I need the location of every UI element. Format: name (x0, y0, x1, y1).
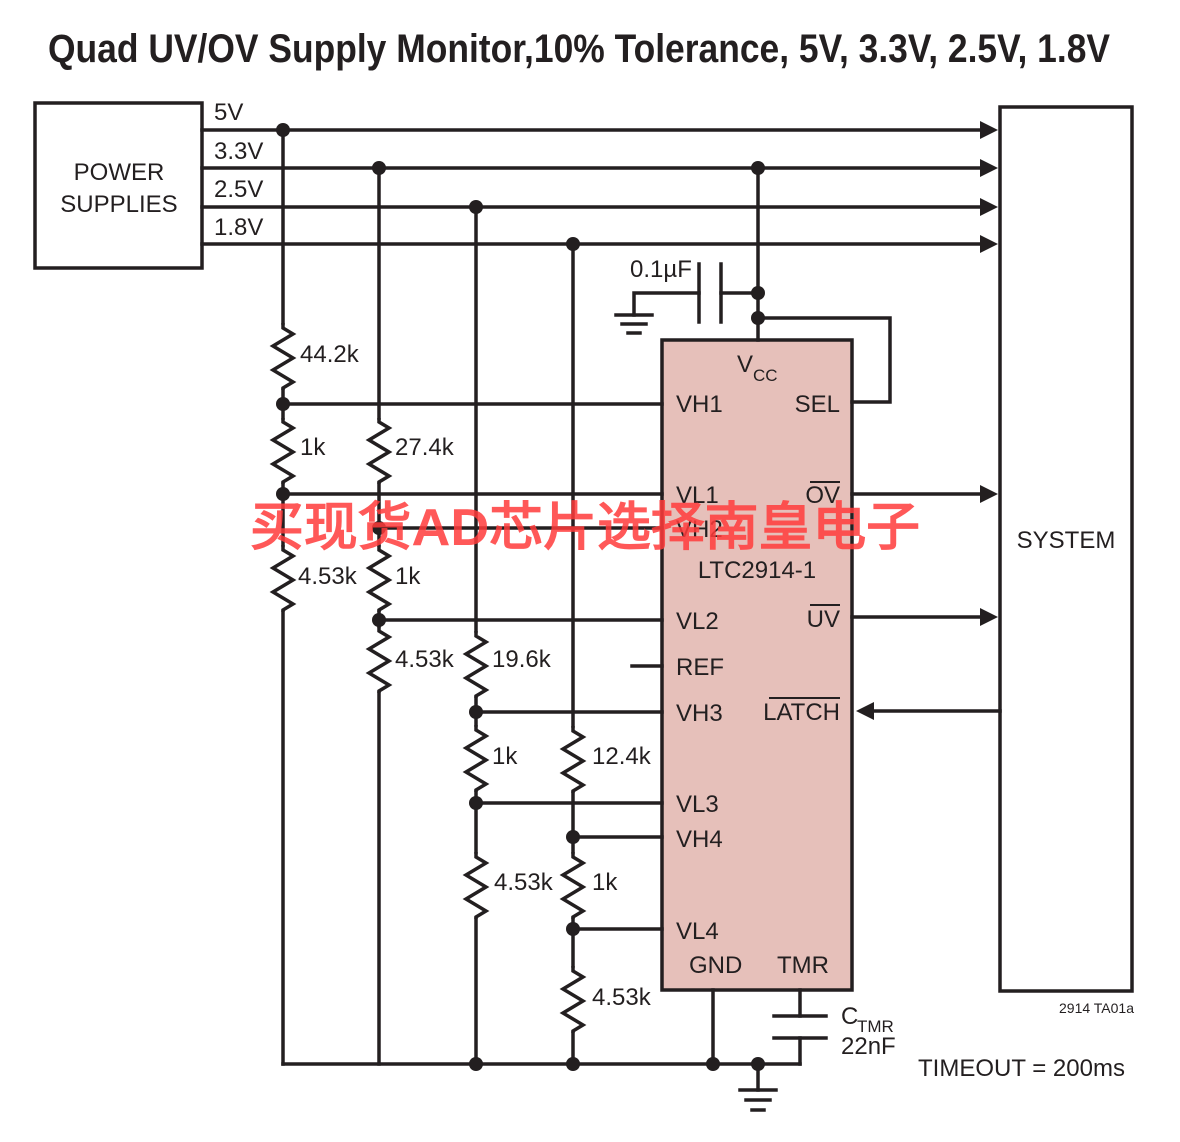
r2-mid-value: 1k (395, 563, 421, 590)
watermark-text: 买现货AD芯片选择南皇电子 (250, 499, 920, 557)
pin-wires (281, 402, 1002, 1066)
pin-vh4-label: VH4 (676, 826, 723, 853)
pin-ov-label: OV (805, 482, 840, 509)
supply-rails (200, 121, 998, 253)
rail-2v5-label: 2.5V (214, 176, 263, 203)
power-supplies-block (33, 101, 204, 270)
rail-3v3-label: 3.3V (214, 138, 263, 165)
pin-latch-label: LATCH (763, 699, 840, 726)
r4-bot-value: 4.53k (592, 984, 652, 1011)
rail-5v-arrow (980, 121, 998, 139)
bypass-cap-value: 0.1µF (630, 256, 692, 283)
divider-1v8 (559, 242, 587, 1066)
power-supplies-label-line1: POWER (74, 159, 165, 186)
vcc-network (614, 166, 892, 404)
rail-3v3-arrow (980, 159, 998, 177)
rail-1v8-arrow (980, 235, 998, 253)
tmr-cap-value: 22nF (841, 1033, 896, 1060)
rail-2v5-arrow (980, 198, 998, 216)
pin-vl2-label: VL2 (676, 608, 719, 635)
timer-cap (772, 988, 828, 1066)
ov-arrow (980, 485, 998, 503)
r1-mid-value: 1k (300, 434, 326, 461)
pin-vl4-label: VL4 (676, 918, 719, 945)
pin-vh3-label: VH3 (676, 700, 723, 727)
pin-vl1-label: VL1 (676, 482, 719, 509)
figure-id: 2914 TA01a (1059, 1000, 1134, 1016)
r3-mid-value: 1k (492, 743, 518, 770)
divider-5v (269, 128, 297, 1066)
rail-1v8-label: 1.8V (214, 214, 263, 241)
r4-mid-value: 1k (592, 869, 618, 896)
pin-ref-label: REF (676, 654, 724, 681)
pin-gnd-label: GND (689, 952, 742, 979)
uv-arrow (980, 608, 998, 626)
pin-uv-label: UV (807, 606, 840, 633)
r3-bot-value: 4.53k (494, 869, 554, 896)
pin-vcc-subscript: CC (753, 366, 778, 385)
power-supplies-label-line2: SUPPLIES (60, 191, 177, 218)
ic-part-number: LTC2914-1 (698, 557, 816, 584)
junction-dots (276, 123, 765, 1071)
pin-vcc-label: V (737, 351, 753, 378)
pin-vh1-label: VH1 (676, 391, 723, 418)
wire-cap-left (632, 291, 701, 317)
latch-arrow (856, 702, 874, 720)
r2-bot-value: 4.53k (395, 646, 455, 673)
divider-2v5 (462, 205, 490, 1066)
figure-title: Quad UV/OV Supply Monitor,10% Tolerance,… (48, 27, 1110, 71)
timeout-label: TIMEOUT = 200ms (918, 1055, 1125, 1082)
pin-sel-label: SEL (795, 391, 840, 418)
r2-top-value: 27.4k (395, 434, 455, 461)
system-label: SYSTEM (1017, 527, 1116, 554)
divider-3v3 (365, 166, 393, 1066)
pin-tmr-label: TMR (777, 952, 829, 979)
r3-top-value: 19.6k (492, 646, 552, 673)
pin-vh2-label: VH2 (676, 516, 723, 543)
pin-vl3-label: VL3 (676, 791, 719, 818)
tmr-cap-label: C (841, 1003, 858, 1030)
tmr-cap-subscript: TMR (857, 1017, 894, 1036)
rail-5v-label: 5V (214, 99, 243, 126)
r1-top-value: 44.2k (300, 341, 360, 368)
wire-sel (756, 316, 892, 404)
r4-top-value: 12.4k (592, 743, 652, 770)
r1-bot-value: 4.53k (298, 563, 358, 590)
system-block (998, 105, 1134, 993)
